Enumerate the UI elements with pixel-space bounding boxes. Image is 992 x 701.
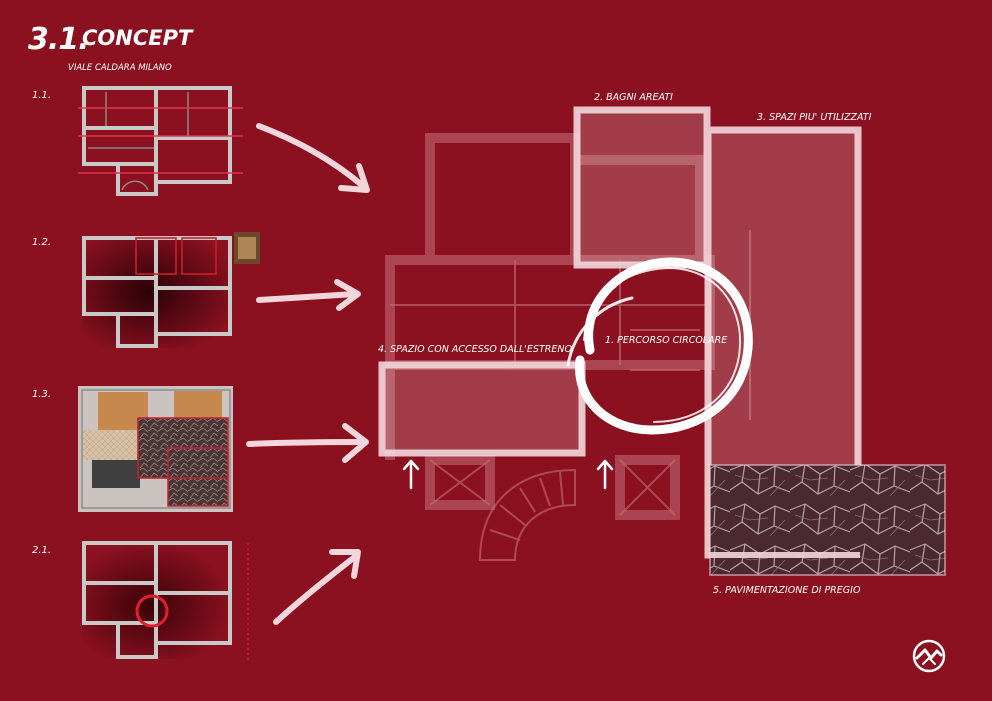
label-percorso-circolare: 1. PERCORSO CIRCOLARE xyxy=(605,335,728,346)
step-label-1-2: 1.2. xyxy=(32,237,52,248)
step-label-1-3: 1.3. xyxy=(32,389,52,400)
thumbnail-plan-1-2 xyxy=(78,228,260,348)
page-title: CONCEPT xyxy=(82,26,193,50)
step-label-1-1: 1.1. xyxy=(32,90,52,101)
section-number: 3.1. xyxy=(28,22,90,57)
main-floor-plan xyxy=(378,106,946,576)
up-arrow-icon xyxy=(596,459,614,490)
thumbnail-plan-1-3 xyxy=(78,378,233,512)
page-subtitle: VIALE CALDARA MILANO xyxy=(68,63,172,73)
label-bagni-areati: 2. BAGNI AREATI xyxy=(594,92,673,103)
arrow-icon xyxy=(246,423,369,463)
arrow-icon xyxy=(273,549,361,625)
step-label-2-1: 2.1. xyxy=(32,545,52,556)
label-spazi-piu-utilizzati: 3. SPAZI PIU' UTILIZZATI xyxy=(757,112,872,123)
logo-icon xyxy=(912,639,946,673)
thumbnail-plan-2-1 xyxy=(78,533,249,663)
up-arrow-icon xyxy=(402,459,420,490)
arrow-icon xyxy=(256,123,370,193)
arrow-icon xyxy=(256,279,361,311)
label-pavimentazione-pregio: 5. PAVIMENTAZIONE DI PREGIO xyxy=(713,585,861,596)
label-spazio-accesso-esterno: 4. SPAZIO CON ACCESSO DALL'ESTRENO xyxy=(378,344,572,355)
thumbnail-plan-1-1 xyxy=(78,78,243,196)
